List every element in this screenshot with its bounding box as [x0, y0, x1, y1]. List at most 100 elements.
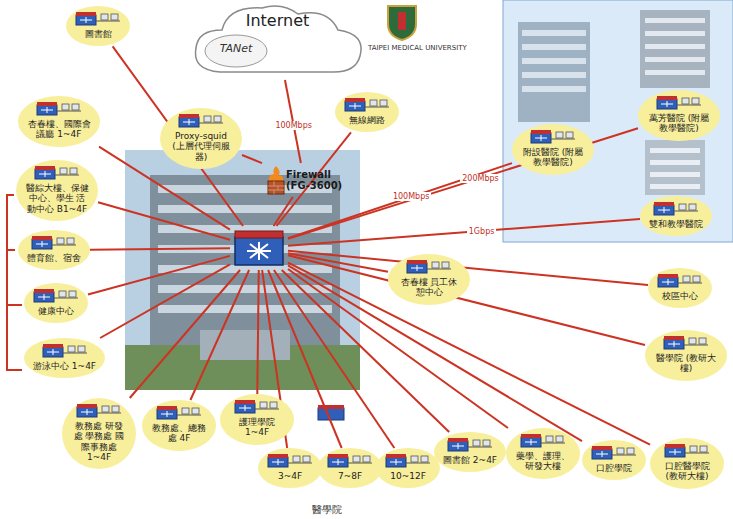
node-label: 3~4F — [278, 471, 302, 481]
node-label: 健康中心 — [38, 306, 74, 316]
switch-icon — [267, 453, 313, 471]
switch-icon — [76, 403, 122, 421]
node-label: 藥學、護理、 研發大樓 — [515, 451, 571, 472]
switch-icon — [447, 437, 493, 455]
cloud-node: TANet — [204, 34, 268, 68]
node-label: Proxy-squid (上層代理伺服器) — [169, 131, 233, 162]
link-speed: 100Mbps — [273, 121, 314, 130]
university-logo — [388, 6, 416, 40]
network-link — [98, 202, 230, 240]
switch-icon — [406, 259, 452, 277]
site-node: 7~8F — [318, 448, 382, 488]
link-speed: 100Mbps — [391, 192, 432, 201]
site-node: 附設醫院 (附屬教學醫院) — [512, 124, 594, 175]
site-node: Proxy-squid (上層代理伺服器) — [160, 108, 242, 169]
switch-icon — [327, 453, 373, 471]
network-link — [242, 155, 262, 163]
switch-icon — [31, 235, 77, 253]
site-node: 10~12F — [376, 448, 440, 488]
network-link — [288, 265, 582, 441]
site-node: 口腔學院 — [582, 440, 646, 480]
network-link — [90, 248, 230, 249]
switch-icon — [34, 165, 80, 183]
node-label: 萬芳醫院 (附屬教學醫院) — [647, 113, 711, 134]
node-label: TANet — [204, 34, 268, 56]
network-link — [88, 256, 230, 295]
switch-icon — [344, 97, 390, 115]
switch-icon — [178, 113, 224, 131]
switch-icon — [33, 288, 79, 306]
firewall-node: Firewall(FG-3600) — [262, 163, 346, 197]
site-node: 圖書館 2~4F — [434, 432, 506, 472]
node-label: 圖書館 2~4F — [443, 455, 497, 465]
node-label: 游泳中心 1~4F — [33, 361, 96, 371]
site-node: 健康中心 — [24, 283, 88, 323]
site-node: 體育館、宿舍 — [18, 230, 90, 270]
network-link — [257, 270, 258, 394]
network-link — [288, 253, 388, 271]
hospital-building — [640, 10, 710, 88]
switch-icon — [156, 405, 202, 423]
node-label: 10~12F — [390, 471, 426, 481]
switch-icon — [591, 445, 637, 463]
switch-icon — [520, 433, 566, 451]
site-node: 醫綜大樓、保健中心、學生 活動中心 B1~4F — [16, 160, 98, 221]
switch-icon — [664, 443, 710, 461]
core-switch — [230, 226, 288, 270]
site-node: 教務處 研發處 學務處 國際事務處 1~4F — [62, 398, 136, 469]
site-node: 游泳中心 1~4F — [24, 338, 105, 378]
firewall-text: Firewall(FG-3600) — [286, 169, 342, 192]
site-node: 杏春樓 員工休憩中心 — [388, 254, 470, 305]
node-label: Firewall — [286, 169, 342, 181]
group-label: 醫學院 — [312, 503, 342, 517]
site-node: 杏春樓、國際會議廳 1~4F — [18, 96, 100, 147]
site-node: 萬芳醫院 (附屬教學醫院) — [638, 90, 720, 141]
node-label: 杏春樓 員工休憩中心 — [397, 277, 461, 298]
switch-icon — [530, 129, 576, 147]
site-node: 護理學院 1~4F — [220, 394, 294, 445]
switch-icon — [234, 399, 280, 417]
switch-icon — [385, 453, 431, 471]
node-label: Internet — [190, 2, 365, 30]
floor-switch — [318, 405, 344, 420]
link-speed: 200Mbps — [460, 174, 501, 183]
cloud-node: InternetTANet — [190, 2, 365, 80]
node-label: 杏春樓、國際會議廳 1~4F — [27, 119, 91, 140]
node-label: 教務處 研發處 學務處 國際事務處 1~4F — [71, 421, 127, 462]
site-node: 無線網路 — [335, 92, 399, 132]
network-link — [288, 263, 650, 445]
network-link — [274, 197, 293, 226]
network-link — [100, 264, 230, 338]
node-label: 教務處、總務處 4F — [151, 423, 207, 444]
link-speed: 1Gbps — [467, 227, 497, 236]
firewall-icon — [266, 165, 286, 195]
switch-icon — [656, 95, 702, 113]
network-link — [130, 270, 240, 398]
node-label: 醫學院 (教研大樓) — [654, 353, 718, 374]
site-node: 醫學院 (教研大樓) — [645, 330, 727, 381]
switch-icon — [42, 343, 88, 361]
switch-icon — [663, 335, 709, 353]
node-label: 無線網路 — [349, 115, 385, 125]
hospital-building — [645, 140, 705, 195]
core-switch-icon — [233, 229, 285, 267]
node-label: (FG-3600) — [286, 180, 342, 192]
hospital-building — [518, 22, 590, 122]
node-label: 附設醫院 (附屬教學醫院) — [521, 147, 585, 168]
logo-text: TAIPEI MEDICAL UNIVERSITY — [368, 44, 467, 52]
node-label: 圖書館 — [85, 29, 112, 39]
switch-icon — [36, 101, 82, 119]
node-label: 雙和教學醫院 — [649, 219, 703, 229]
switch-icon — [75, 11, 121, 29]
site-node: 圖書館 — [66, 6, 130, 46]
node-label: 體育館、宿舍 — [27, 253, 81, 263]
node-label: 醫綜大樓、保健中心、學生 活動中心 B1~4F — [25, 183, 89, 214]
node-label: 7~8F — [338, 471, 362, 481]
node-label: 口腔學院 — [596, 463, 632, 473]
site-node: 雙和教學醫院 — [640, 196, 712, 236]
network-link — [276, 132, 350, 226]
node-label: 校區中心 — [662, 291, 698, 301]
network-link — [190, 270, 249, 400]
node-label: 口腔醫學院 (教研大樓) — [659, 461, 715, 482]
